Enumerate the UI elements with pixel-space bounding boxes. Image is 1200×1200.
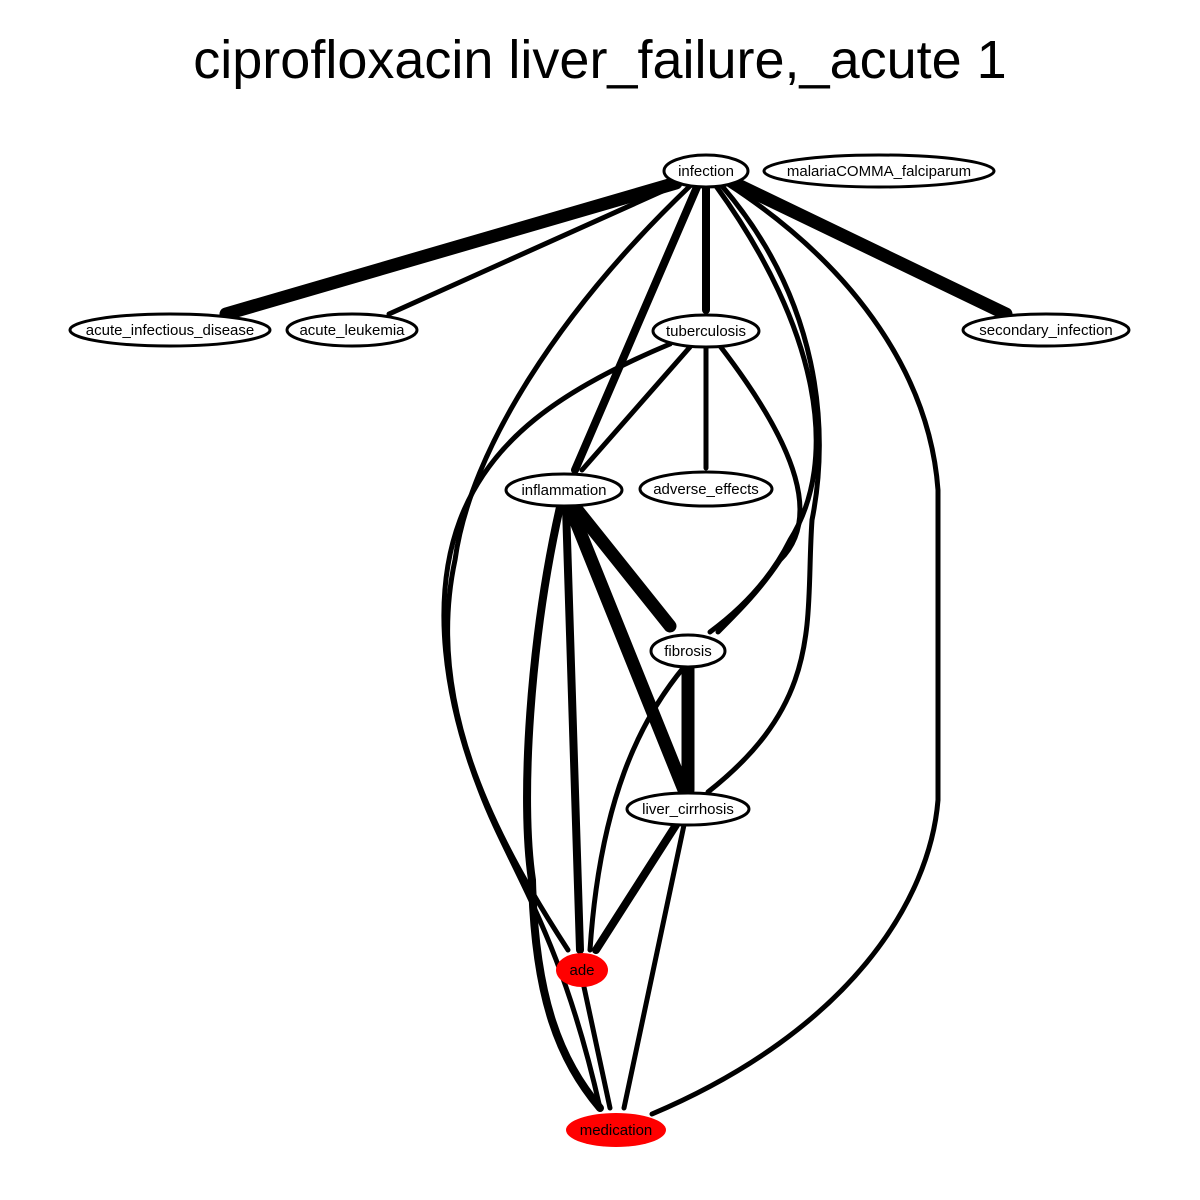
node-inflammation: inflammation	[504, 472, 624, 508]
node-fibrosis: fibrosis	[649, 633, 727, 669]
node-shape-inflammation	[504, 472, 624, 508]
edge-layer	[219, 176, 1013, 1117]
edge-infection-to-inflammation	[571, 183, 701, 474]
node-acute_infectious_disease: acute_infectious_disease	[68, 312, 272, 348]
node-label-acute_infectious_disease: acute_infectious_disease	[86, 322, 254, 339]
node-shape-acute_leukemia	[285, 312, 419, 348]
node-label-liver_cirrhosis: liver_cirrhosis	[642, 801, 734, 818]
node-shape-malaria	[762, 153, 996, 189]
edge-tuberculosis-to-ade	[441, 341, 673, 1111]
edge-tuberculosis-to-inflammation	[579, 344, 693, 473]
node-label-malaria: malariaCOMMA_falciparum	[787, 163, 971, 180]
node-shape-medication	[566, 1113, 666, 1147]
node-ade: ade	[556, 953, 608, 987]
edge-infection-to-liver_cirrhosis	[705, 183, 822, 795]
edge-inflammation-to-fibrosis	[567, 499, 677, 633]
edge-infection-to-acute_leukemia	[386, 182, 679, 317]
node-shape-liver_cirrhosis	[625, 791, 751, 827]
edge-tuberculosis-to-fibrosis	[715, 343, 803, 635]
node-label-fibrosis: fibrosis	[664, 643, 712, 660]
node-tuberculosis: tuberculosis	[651, 313, 761, 349]
node-label-medication: medication	[580, 1122, 653, 1139]
node-layer: infection malariaCOMMA_falciparum acute_in…	[68, 153, 1131, 1147]
node-acute_leukemia: acute_leukemia	[285, 312, 419, 348]
edge-infection-to-acute_infectious_disease	[219, 176, 683, 321]
node-label-tuberculosis: tuberculosis	[666, 323, 746, 340]
node-secondary_infection: secondary_infection	[961, 312, 1131, 348]
node-label-adverse_effects: adverse_effects	[653, 481, 759, 498]
node-label-ade: ade	[569, 962, 594, 979]
edge-inflammation-to-ade	[562, 503, 584, 954]
node-shape-tuberculosis	[651, 313, 761, 349]
edge-liver_cirrhosis-to-ade	[592, 821, 680, 954]
node-label-infection: infection	[678, 163, 734, 180]
edge-infection-to-secondary_infection	[729, 177, 1013, 321]
edge-inflammation-to-liver_cirrhosis	[563, 500, 691, 797]
node-label-acute_leukemia: acute_leukemia	[299, 322, 405, 339]
node-shape-secondary_infection	[961, 312, 1131, 348]
graph-title: ciprofloxacin liver_failure,_acute 1	[193, 30, 1007, 90]
node-infection: infection	[662, 153, 750, 189]
edge-inflammation-to-medication	[523, 503, 604, 1112]
edge-liver_cirrhosis-to-medication	[621, 822, 687, 1111]
node-malaria: malariaCOMMA_falciparum	[762, 153, 996, 189]
node-liver_cirrhosis: liver_cirrhosis	[625, 791, 751, 827]
node-label-secondary_infection: secondary_infection	[979, 322, 1112, 339]
node-shape-ade	[556, 953, 608, 987]
node-shape-fibrosis	[649, 633, 727, 669]
edge-infection-to-medication	[649, 181, 941, 1117]
node-shape-acute_infectious_disease	[68, 312, 272, 348]
edge-fibrosis-to-ade	[587, 664, 687, 953]
node-shape-adverse_effects	[638, 470, 774, 508]
node-shape-infection	[662, 153, 750, 189]
node-medication: medication	[566, 1113, 666, 1147]
edge-ade-to-medication	[581, 984, 613, 1111]
node-adverse_effects: adverse_effects	[638, 470, 774, 508]
node-label-inflammation: inflammation	[521, 482, 606, 499]
